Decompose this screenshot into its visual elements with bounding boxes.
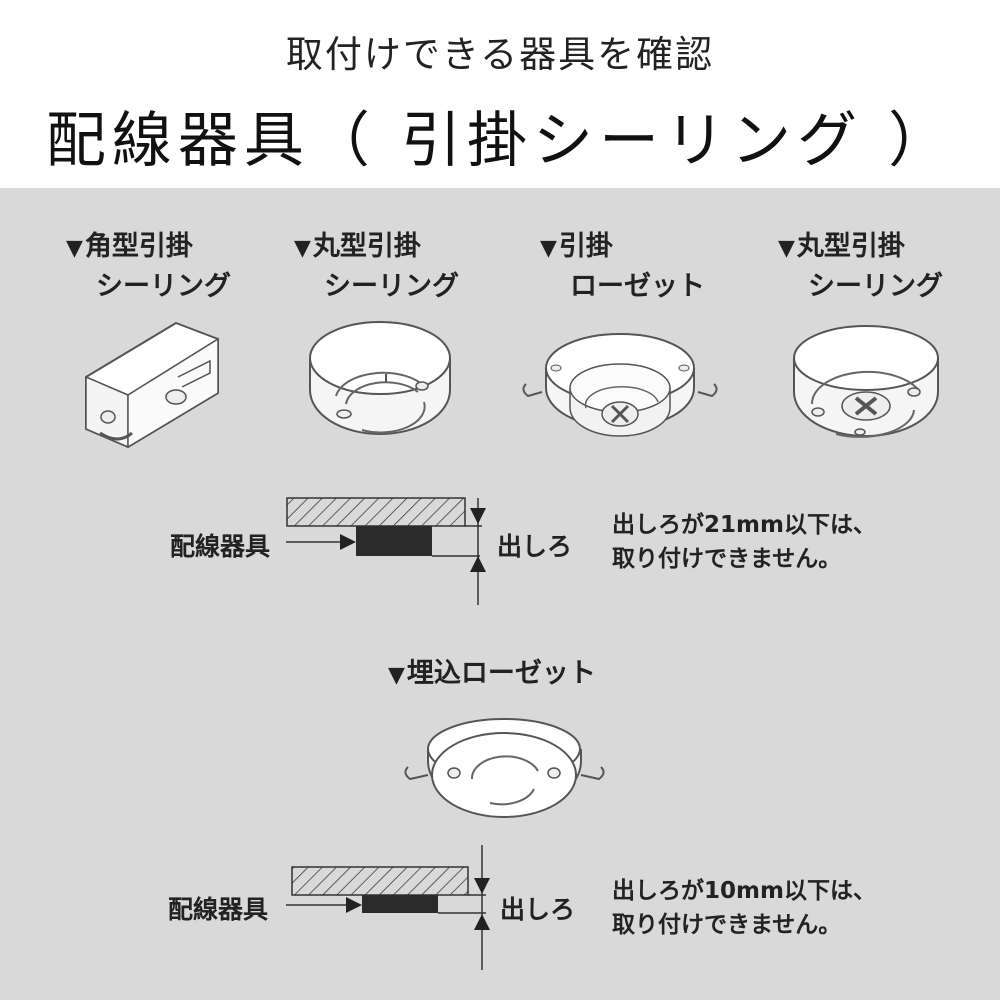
protrusion-diagram-bottom xyxy=(286,845,490,970)
device-block xyxy=(362,895,438,913)
device-label-top: 配線器具 xyxy=(170,532,271,561)
embedded-rosette-icon xyxy=(404,718,605,818)
round-ceiling-rosette-cross-icon xyxy=(793,325,939,438)
ceiling-hatch xyxy=(286,497,466,527)
arrow-up-icon xyxy=(474,914,490,930)
fixture-label-embedded-rosette: ▼埋込ローゼット xyxy=(388,658,596,689)
round-ceiling-rosette-icon xyxy=(309,321,451,435)
device-block xyxy=(356,526,432,556)
arrow-down-icon xyxy=(474,878,490,894)
arrow-down-icon xyxy=(470,508,486,524)
note-bottom: 出しろが10mm以下は、 取り付けできません。 xyxy=(612,878,876,938)
device-label-bottom: 配線器具 xyxy=(168,895,269,924)
arrow-right-icon xyxy=(340,534,356,550)
header: 取付けできる器具を確認 配線器具（ 引掛シーリング ） xyxy=(0,0,1000,188)
arrow-right-icon xyxy=(346,897,362,913)
triangle-down-icon: ▼ xyxy=(388,663,405,688)
square-ceiling-rosette-icon xyxy=(85,322,219,449)
page-title: 配線器具（ 引掛シーリング ） xyxy=(45,106,955,176)
hook-rosette-icon xyxy=(522,333,718,437)
fixture-label-round-ceiling: ▼丸型引掛 シーリング xyxy=(294,231,459,302)
ceiling-hatch xyxy=(291,866,469,896)
protrusion-label-top: 出しろ xyxy=(497,532,573,561)
note-top: 出しろが21mm以下は、 取り付けできません。 xyxy=(612,512,876,572)
fixture-label-round-ceiling-2: ▼丸型引掛 シーリング xyxy=(778,231,943,302)
content-panel xyxy=(0,188,1000,1000)
triangle-down-icon: ▼ xyxy=(778,236,795,261)
fixture-label-square-ceiling: ▼角型引掛 シーリング xyxy=(66,231,231,302)
triangle-down-icon: ▼ xyxy=(540,236,557,261)
triangle-down-icon: ▼ xyxy=(66,236,83,261)
protrusion-label-bottom: 出しろ xyxy=(500,895,576,924)
triangle-down-icon: ▼ xyxy=(294,236,311,261)
page-subtitle: 取付けできる器具を確認 xyxy=(285,33,715,76)
protrusion-diagram-top xyxy=(286,497,486,605)
arrow-up-icon xyxy=(470,556,486,572)
fixture-label-hook-rosette: ▼引掛 ローゼット xyxy=(540,231,705,302)
